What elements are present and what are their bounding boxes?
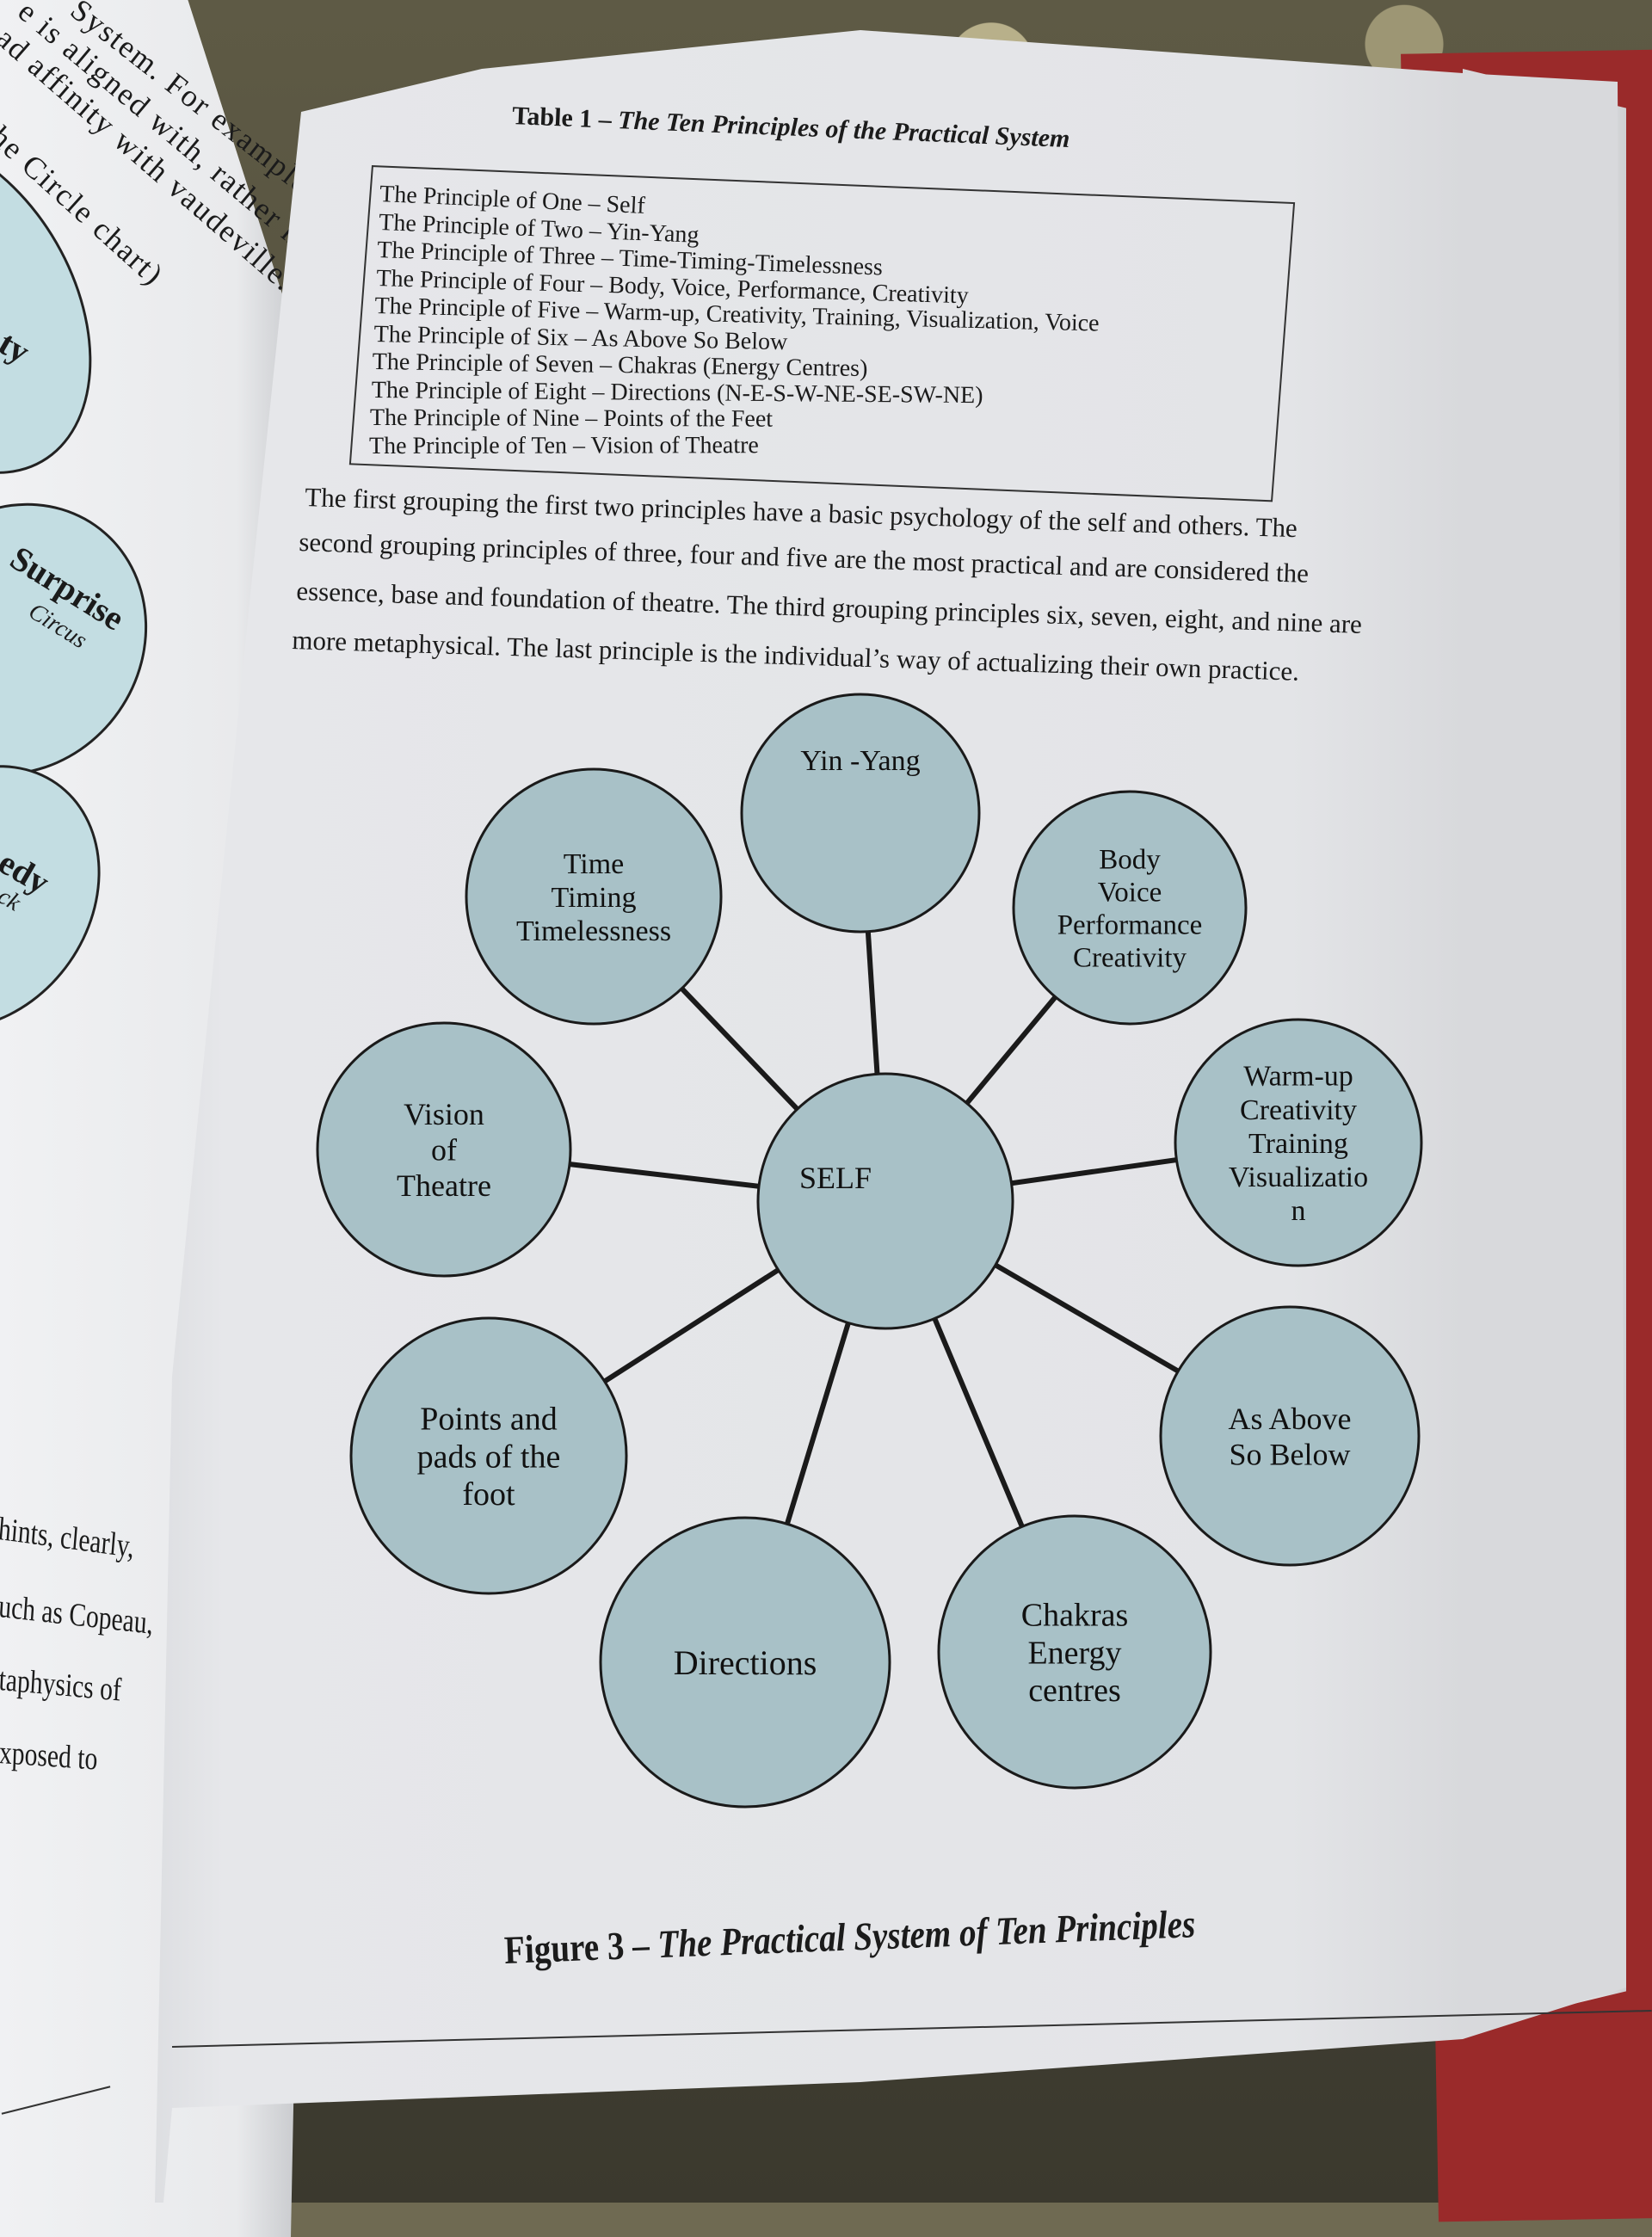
- node-label-line: Timelessness: [516, 915, 671, 947]
- node-circle: [316, 1021, 572, 1278]
- node-circle: [937, 1514, 1212, 1790]
- node-circle: [599, 1516, 891, 1809]
- node-circle: [349, 1316, 628, 1595]
- node-label-line: n: [1291, 1195, 1306, 1227]
- node-label-line: Points and: [420, 1402, 557, 1438]
- node-circle: [1174, 1018, 1423, 1267]
- node-label-line: Time: [564, 848, 625, 880]
- node-label-line: Vision: [404, 1097, 484, 1131]
- node-label-line: Training: [1248, 1128, 1348, 1160]
- node-label-line: Creativity: [1073, 942, 1187, 973]
- caption-prefix: Figure 3 –: [503, 1922, 659, 1972]
- node-label-line: Yin -Yang: [800, 745, 920, 777]
- node-label-line: As Above: [1229, 1402, 1352, 1436]
- node-label-line: So Below: [1229, 1437, 1350, 1471]
- node-label-line: Body: [1099, 845, 1161, 876]
- node-circle: [465, 767, 723, 1026]
- node-circle: [1159, 1305, 1421, 1567]
- node-label-line: Theatre: [397, 1168, 491, 1203]
- node-label-line: foot: [462, 1476, 515, 1513]
- node-self: SELF: [756, 1072, 1014, 1330]
- node-label-line: Creativity: [1240, 1094, 1357, 1126]
- node-label-line: Performance: [1057, 910, 1203, 941]
- node-directions: Directions: [599, 1516, 891, 1809]
- node-label-line: Timing: [552, 882, 637, 914]
- node-label-line: pads of the: [417, 1439, 561, 1475]
- node-label-line: centres: [1028, 1673, 1121, 1709]
- center-circle: [756, 1072, 1014, 1330]
- node-label-line: of: [431, 1133, 457, 1168]
- center-label: SELF: [799, 1161, 872, 1195]
- node-label-line: Voice: [1098, 878, 1162, 909]
- node-circle: [740, 693, 981, 934]
- node-label-line: Energy: [1027, 1635, 1121, 1671]
- node-yin-yang: Yin -Yang: [740, 693, 981, 934]
- node-circle: [1012, 790, 1248, 1026]
- node-label-line: Visualizatio: [1229, 1162, 1368, 1193]
- node-label-line: Chakras: [1021, 1598, 1129, 1634]
- node-label-line: Warm-up: [1243, 1061, 1353, 1093]
- node-label-line: Directions: [674, 1643, 817, 1682]
